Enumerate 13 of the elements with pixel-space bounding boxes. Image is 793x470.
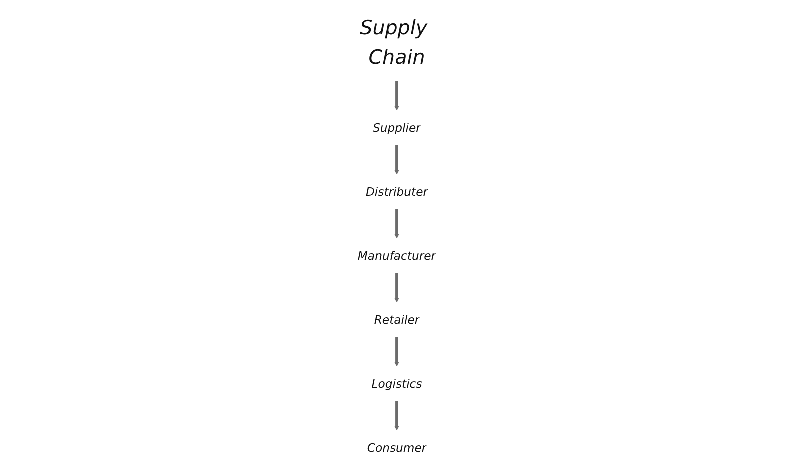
node-text: Supply Chain [360, 16, 428, 70]
node-text: Distributer [365, 184, 428, 199]
node-text: Consumer [366, 440, 426, 455]
arrow [394, 81, 400, 111]
node-text: Supplier [372, 120, 420, 135]
node-text: Logistics [371, 376, 422, 391]
arrow [394, 401, 400, 431]
arrow [394, 273, 400, 303]
arrow [394, 209, 400, 239]
arrow [394, 145, 400, 175]
arrow [394, 337, 400, 367]
node-text: Retailer [374, 312, 420, 327]
node-text: Manufacturer [357, 248, 436, 263]
